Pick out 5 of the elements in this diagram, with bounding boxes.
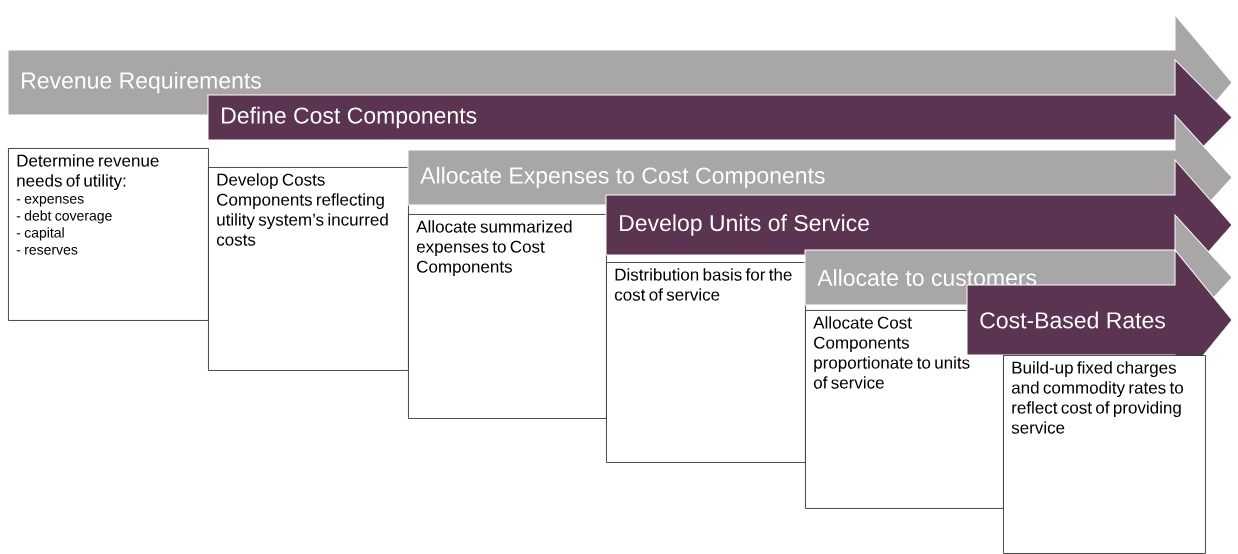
description-box: Distribution basis for the cost of service [606, 262, 806, 463]
description-box: Build-up fixed charges and commodity rates to reflect cost of providing service [1003, 355, 1206, 554]
description-box: Determine revenue needs of utility: - expenses - debt coverage - capital - reserves [8, 148, 209, 321]
description-box: Develop Costs Components reflecting utility system’s incurred costs [208, 167, 409, 371]
description-box: Allocate summarized expenses to Cost Components [408, 214, 607, 419]
